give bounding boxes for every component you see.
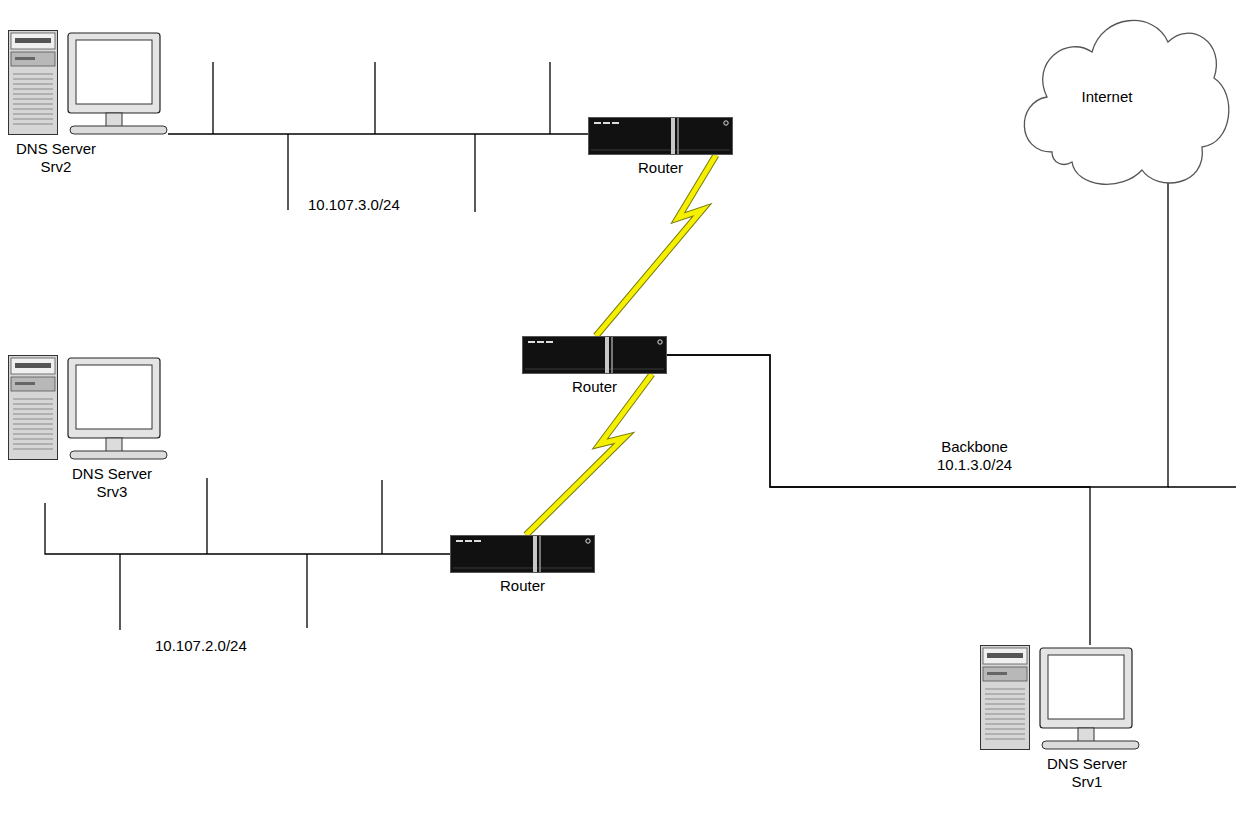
router-node: Router xyxy=(588,117,733,179)
subnet-label: 10.107.2.0/24 xyxy=(155,637,247,655)
router-node: Router xyxy=(450,535,595,597)
lan-drop xyxy=(206,478,207,554)
lan-cable xyxy=(667,355,1090,645)
node-label: Router xyxy=(450,577,595,595)
lan-drop xyxy=(374,62,375,134)
router-drawing xyxy=(522,336,667,374)
dns-server: DNS Server Srv2 xyxy=(8,30,168,178)
server-icon xyxy=(9,356,168,460)
backbone-label: Backbone 10.1.3.0/24 xyxy=(937,438,1012,474)
lan-cable xyxy=(168,133,588,134)
dns-server: DNS Server Srv3 xyxy=(8,355,168,503)
router-icon xyxy=(523,337,667,374)
lan-drop xyxy=(381,480,382,554)
router-node: Router xyxy=(522,336,667,398)
cloud-shape xyxy=(1024,20,1228,184)
lan-drop xyxy=(549,62,550,134)
dns-server: DNS Server Srv1 xyxy=(980,645,1140,793)
server-drawing xyxy=(980,645,1140,751)
node-label-box: Router xyxy=(588,159,733,177)
cloud-label-box: Internet xyxy=(1012,2,1232,192)
router-drawing xyxy=(450,535,595,573)
server-icon xyxy=(9,31,168,135)
node-label: Router xyxy=(588,159,733,177)
wan-link xyxy=(526,374,652,535)
lan-drop xyxy=(287,134,288,210)
server-icon xyxy=(981,646,1140,750)
cloud-label: Internet xyxy=(1082,88,1133,106)
lightning-outline xyxy=(596,155,716,336)
backbone-line xyxy=(1168,486,1236,487)
node-label: DNS Server Srv1 xyxy=(1039,755,1135,791)
lan-drop xyxy=(119,554,120,630)
subnet-label: 10.107.3.0/24 xyxy=(308,196,400,214)
node-label-box: DNS Server Srv1 xyxy=(1039,755,1135,791)
node-label-box: Router xyxy=(450,577,595,595)
node-label: DNS Server Srv3 xyxy=(64,465,160,501)
router-drawing xyxy=(588,117,733,155)
lan-cable xyxy=(667,182,1168,487)
router-icon xyxy=(451,536,595,573)
node-label-box: DNS Server Srv2 xyxy=(8,140,104,176)
wan-link xyxy=(596,155,716,336)
internet-cloud: Internet xyxy=(1012,2,1232,192)
node-label: Router xyxy=(522,378,667,396)
lan-drop xyxy=(212,62,213,134)
node-label: DNS Server Srv2 xyxy=(8,140,104,176)
lan-cable xyxy=(45,503,450,554)
server-drawing xyxy=(8,355,168,461)
router-icon xyxy=(589,118,733,155)
lan-drop xyxy=(306,554,307,628)
lan-drop xyxy=(474,134,475,212)
lightning-outline xyxy=(526,374,652,535)
node-label-box: Router xyxy=(522,378,667,396)
server-drawing xyxy=(8,30,168,136)
node-label-box: DNS Server Srv3 xyxy=(64,465,160,501)
